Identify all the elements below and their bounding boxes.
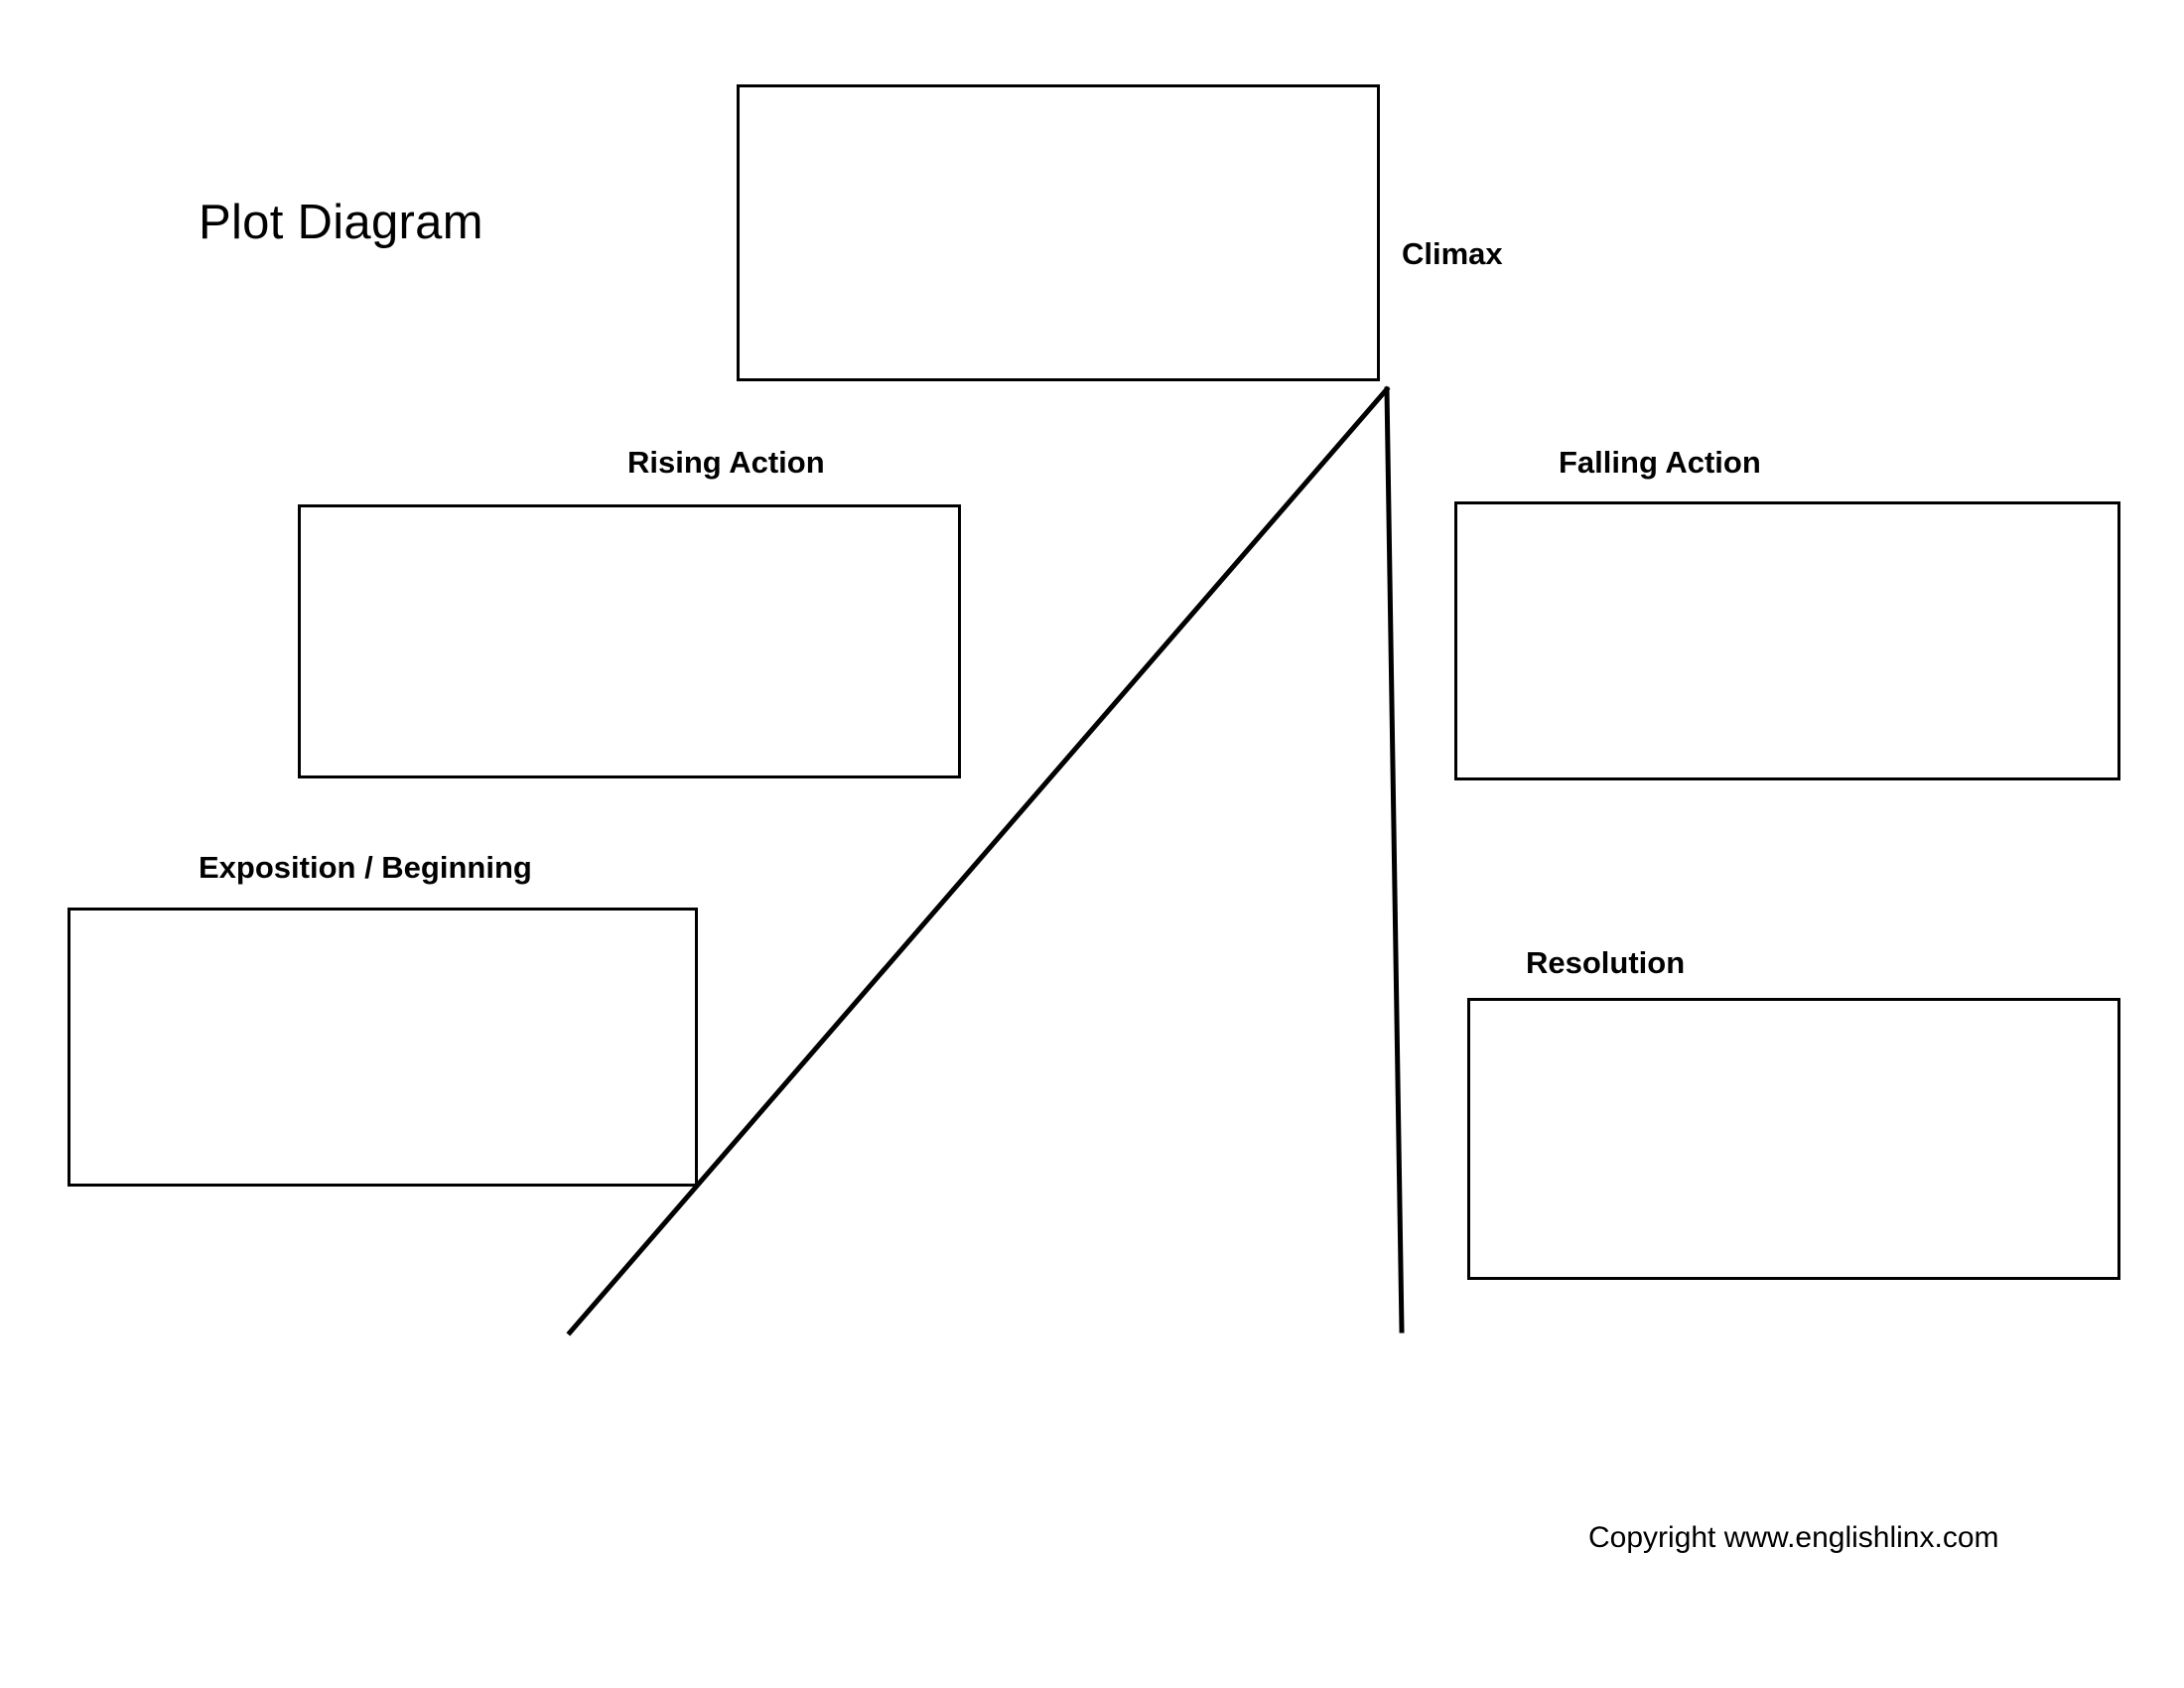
falling-action-line — [1384, 386, 1405, 1334]
copyright-notice: Copyright www.englishlinx.com — [1588, 1521, 1999, 1554]
stage-label-rising-action: Rising Action — [627, 445, 825, 480]
falling-action-answer-box[interactable] — [1454, 501, 2120, 780]
stage-label-climax: Climax — [1402, 236, 1503, 271]
stage-label-falling-action: Falling Action — [1559, 445, 1761, 480]
stage-label-exposition: Exposition / Beginning — [199, 850, 532, 885]
page-title: Plot Diagram — [199, 196, 483, 249]
exposition-answer-box[interactable] — [68, 908, 698, 1187]
stage-label-resolution: Resolution — [1526, 945, 1686, 980]
rising-action-answer-box[interactable] — [298, 504, 961, 778]
climax-answer-box[interactable] — [737, 84, 1380, 381]
resolution-answer-box[interactable] — [1467, 998, 2120, 1280]
